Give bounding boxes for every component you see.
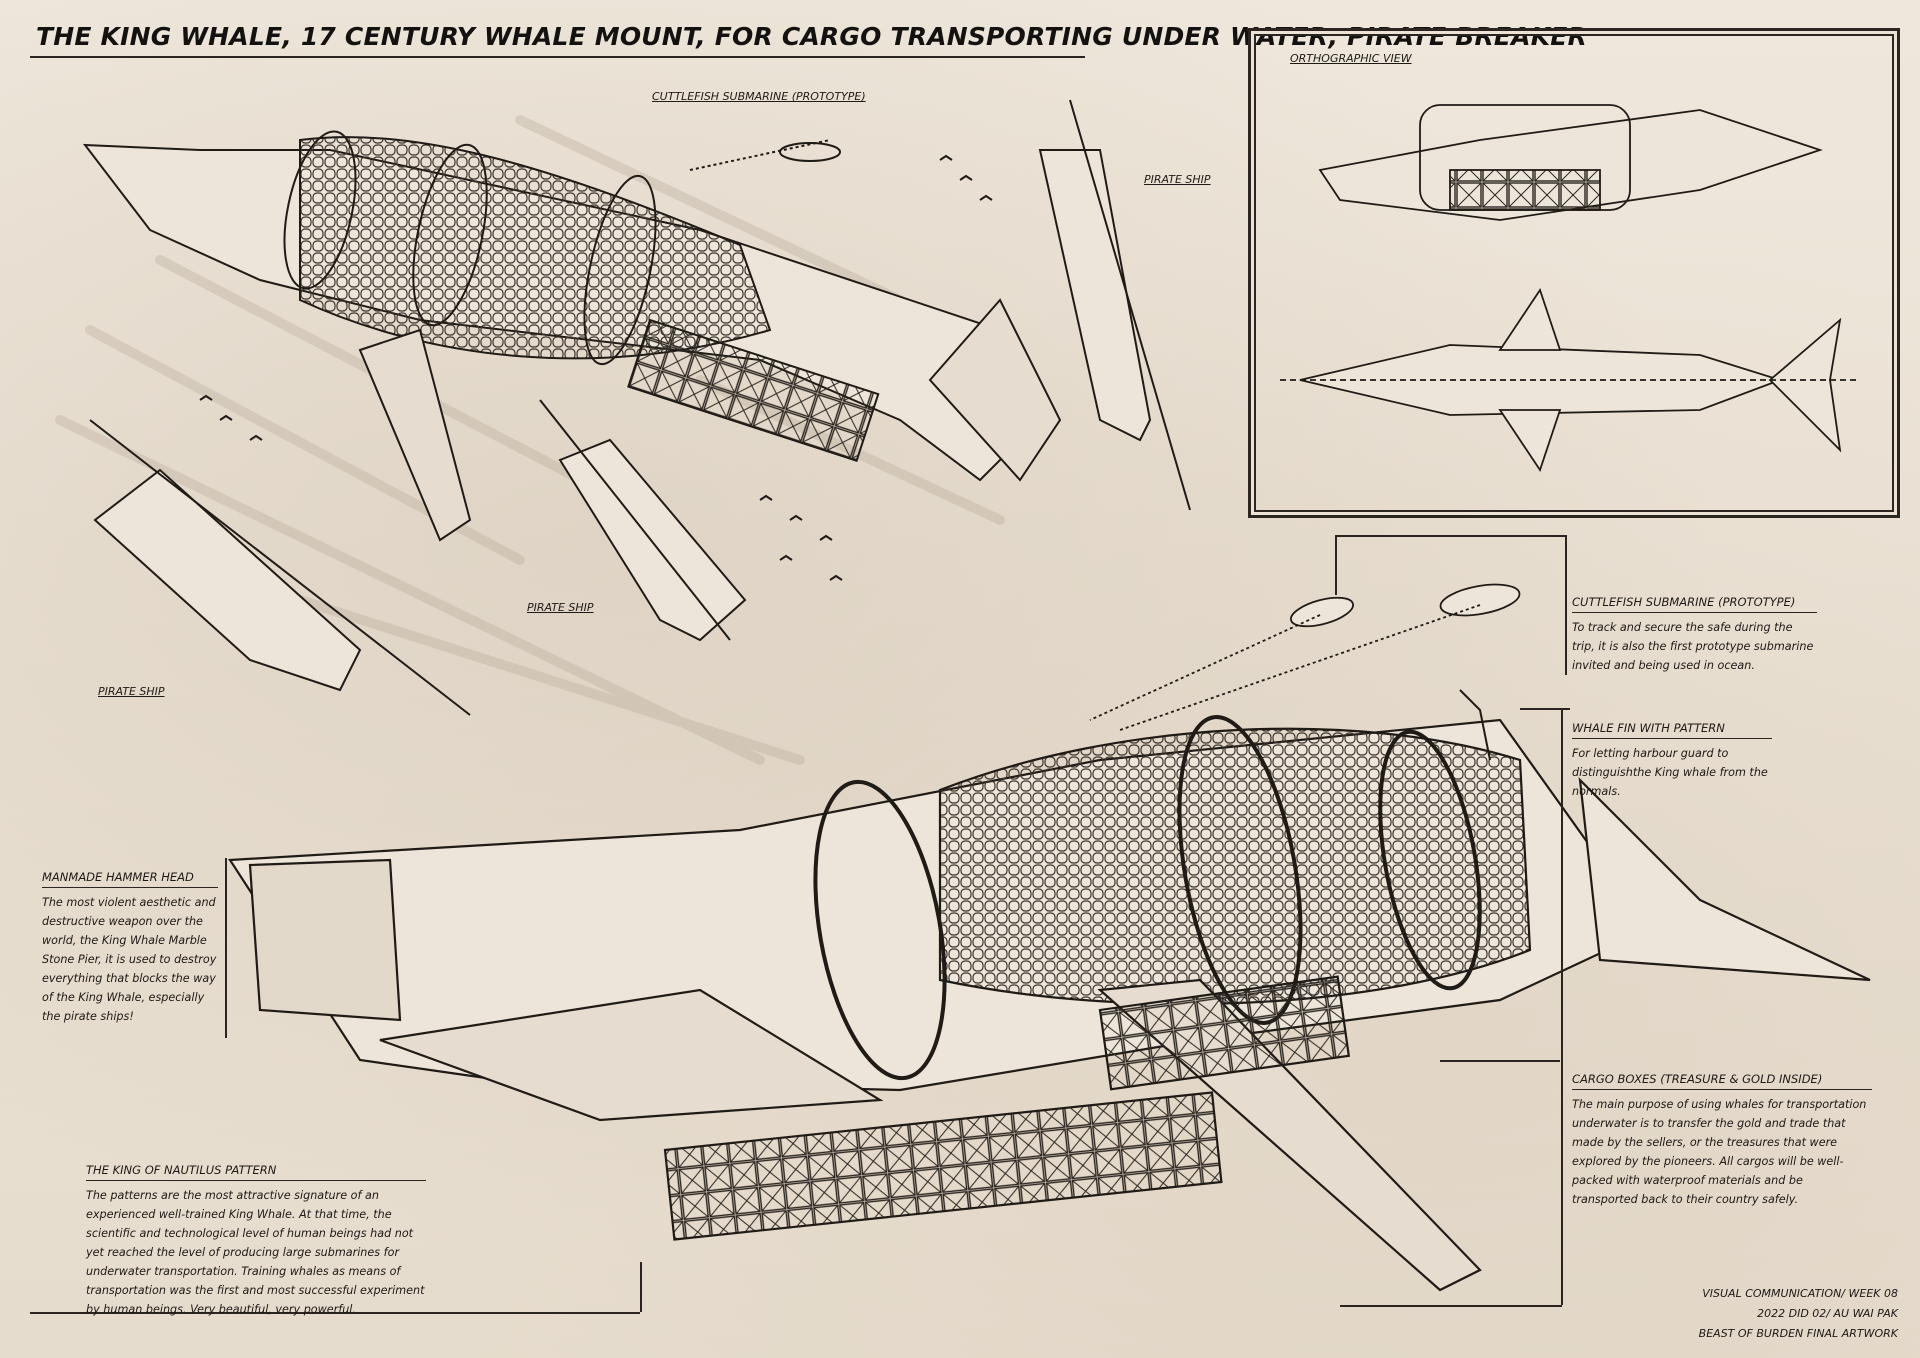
orthographic-view-label: ORTHOGRAPHIC VIEW	[1290, 52, 1412, 65]
ortho-top-whale	[1280, 287, 1860, 473]
callout-line	[1335, 535, 1337, 595]
note-cuttlefish-body: To track and secure the safe during the …	[1572, 621, 1814, 672]
label-pirate-ship-mid: PIRATE SHIP	[527, 601, 594, 614]
credits-line-3: BEAST OF BURDEN FINAL ARTWORK	[1698, 1327, 1898, 1340]
callout-line	[1520, 708, 1570, 710]
orthographic-view-frame	[1248, 28, 1900, 518]
note-cuttlefish-heading: CUTTLEFISH SUBMARINE (PROTOTYPE)	[1572, 595, 1817, 613]
ortho-side-whale	[1318, 104, 1823, 221]
pirate-ship-right-illustration	[1038, 99, 1191, 511]
note-nautilus-body: The patterns are the most attractive sig…	[86, 1189, 425, 1316]
note-fin-heading: WHALE FIN WITH PATTERN	[1572, 721, 1772, 739]
callout-line	[225, 858, 227, 1038]
pirate-ship-mid-illustration	[539, 399, 747, 642]
callout-line	[1440, 1060, 1560, 1062]
bird-flock-icon	[199, 154, 993, 581]
note-fin-body: For letting harbour guard to distinguish…	[1572, 747, 1768, 798]
note-hammer-body: The most violent aesthetic and destructi…	[42, 896, 217, 1023]
note-cuttlefish: CUTTLEFISH SUBMARINE (PROTOTYPE) To trac…	[1572, 595, 1817, 675]
callout-line	[1340, 1305, 1562, 1307]
page-title: THE KING WHALE, 17 CENTURY WHALE MOUNT, …	[36, 22, 1588, 51]
callout-line	[1335, 535, 1565, 537]
callout-line	[1561, 1060, 1563, 1305]
callout-line	[640, 1262, 642, 1312]
credits: VISUAL COMMUNICATION/ WEEK 08 2022 DID 0…	[1699, 1284, 1898, 1344]
top-whale-illustration	[82, 130, 1062, 542]
note-cargo-body: The main purpose of using whales for tra…	[1572, 1098, 1867, 1206]
note-cargo: CARGO BOXES (TREASURE & GOLD INSIDE) The…	[1572, 1072, 1872, 1209]
note-hammer-head: MANMADE HAMMER HEAD The most violent aes…	[42, 870, 218, 1026]
label-pirate-ship-right: PIRATE SHIP	[1144, 173, 1211, 186]
pirate-ship-left-illustration	[89, 419, 471, 716]
credits-line-2: 2022 DID 02/ AU WAI PAK	[1757, 1307, 1898, 1320]
label-cuttlefish-top: CUTTLEFISH SUBMARINE (PROTOTYPE)	[652, 90, 866, 103]
cuttlefish-submarine-icon	[1089, 583, 1521, 731]
callout-line	[30, 1312, 640, 1314]
note-hammer-heading: MANMADE HAMMER HEAD	[42, 870, 218, 888]
note-nautilus: THE KING OF NAUTILUS PATTERN The pattern…	[86, 1163, 426, 1319]
callout-line	[1561, 708, 1563, 1068]
note-nautilus-heading: THE KING OF NAUTILUS PATTERN	[86, 1163, 426, 1181]
credits-line-1: VISUAL COMMUNICATION/ WEEK 08	[1702, 1287, 1898, 1300]
note-cargo-heading: CARGO BOXES (TREASURE & GOLD INSIDE)	[1572, 1072, 1872, 1090]
callout-line	[1565, 535, 1567, 675]
label-pirate-ship-left: PIRATE SHIP	[98, 685, 165, 698]
title-underline	[30, 56, 1085, 58]
note-fin: WHALE FIN WITH PATTERN For letting harbo…	[1572, 721, 1772, 801]
main-whale-illustration	[228, 689, 1871, 1292]
